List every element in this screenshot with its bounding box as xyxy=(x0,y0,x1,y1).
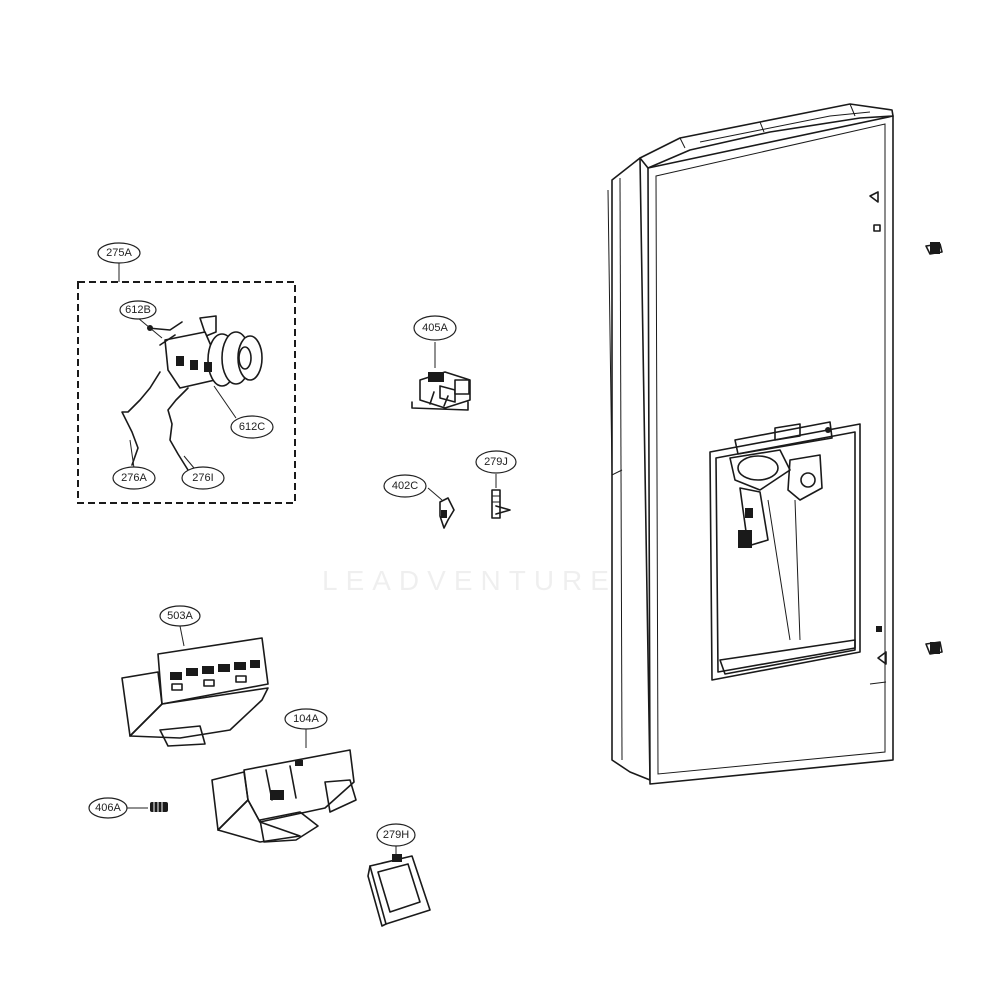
svg-text:276A: 276A xyxy=(121,472,147,484)
svg-text:276I: 276I xyxy=(192,472,213,484)
svg-text:503A: 503A xyxy=(167,610,193,622)
label-612b: 612B xyxy=(119,300,157,320)
dispenser-motor-assembly xyxy=(147,315,263,389)
svg-text:612C: 612C xyxy=(239,421,265,433)
group-275a xyxy=(77,262,296,504)
label-275a: 275A xyxy=(97,242,141,264)
svg-text:406A: 406A xyxy=(95,802,121,814)
label-279h: 279H xyxy=(376,823,416,847)
svg-text:104A: 104A xyxy=(293,713,319,725)
label-405a: 405A xyxy=(413,315,457,341)
label-104a: 104A xyxy=(284,708,328,730)
hinge-screw-top xyxy=(925,242,943,255)
label-279j: 279J xyxy=(475,450,517,474)
label-276i: 276I xyxy=(181,466,225,490)
svg-text:279J: 279J xyxy=(484,456,508,468)
cover-279h xyxy=(367,846,431,927)
label-612c: 612C xyxy=(230,415,274,439)
svg-text:612B: 612B xyxy=(125,304,151,316)
refrigerator-door xyxy=(607,103,894,785)
label-503a: 503A xyxy=(159,605,201,627)
clip-402c xyxy=(427,487,455,529)
watermark-text: LEADVENTURE xyxy=(322,565,617,596)
svg-text:402C: 402C xyxy=(392,480,418,492)
svg-text:275A: 275A xyxy=(106,247,132,259)
hinge-screw-bottom xyxy=(925,641,943,655)
solenoid-405a xyxy=(411,342,471,411)
label-276a: 276A xyxy=(112,466,156,490)
dispenser-housing-104a xyxy=(211,728,357,843)
label-406a: 406A xyxy=(88,797,128,819)
screw-406a xyxy=(126,802,168,812)
control-panel-503a xyxy=(121,625,269,747)
label-402c: 402C xyxy=(383,474,427,498)
spring-276a xyxy=(121,371,161,466)
screw-279j xyxy=(491,474,511,519)
spring-276i xyxy=(167,387,189,471)
svg-text:405A: 405A xyxy=(422,322,448,334)
svg-text:279H: 279H xyxy=(383,829,409,841)
